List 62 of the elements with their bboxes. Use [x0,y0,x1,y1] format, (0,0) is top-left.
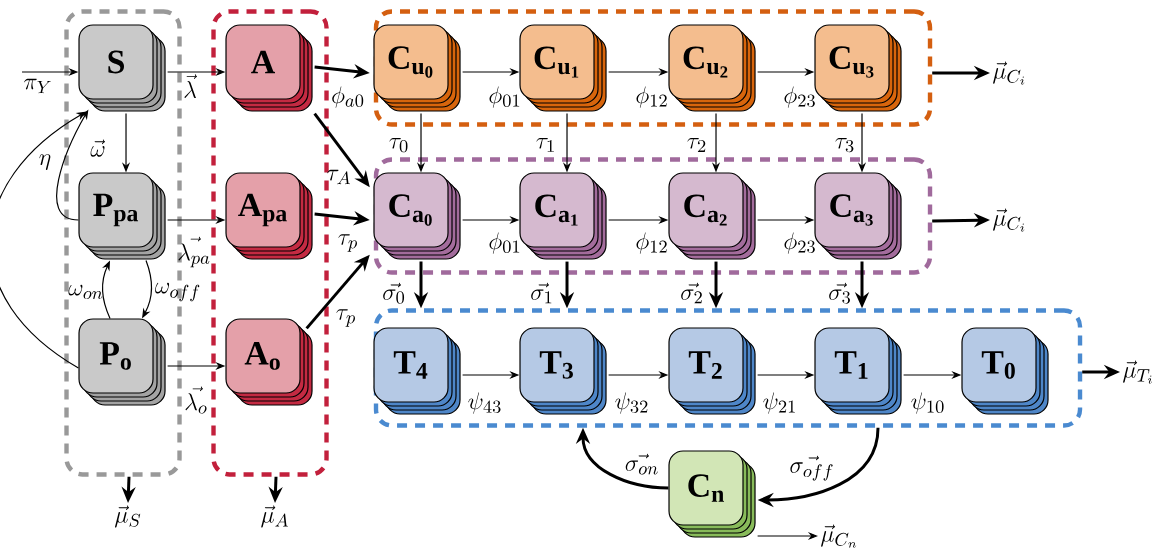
stacked-box: $\mathbf{C_{u_1}}$ [519,24,607,112]
stacked-box: $\mathbf{T_1}$ [814,327,902,415]
dashed-group-box [211,9,329,477]
stacked-box: $\mathbf{T_0}$ [961,327,1049,415]
dashed-group-box [373,9,933,127]
edge-label: $\vec{\lambda_{pa}}$ [178,236,210,268]
stacked-box: $\mathbf{A}$ [225,24,313,112]
edge-label: $\tau_0$ [389,138,408,153]
edge-label: $\psi_{21}$ [763,392,795,414]
edge-label: $\vec{\lambda}$ [184,74,198,98]
stacked-box: $\mathbf{P_{o}}$ [78,318,166,406]
edge-label: $\tau_3$ [835,138,854,153]
output-label: $\vec{\mu}_{C_i}$ [993,208,1025,232]
stacked-box: $\mathbf{A_{pa}}$ [225,172,313,260]
edge-label: $\vec{\lambda_{o}}$ [185,386,207,414]
edge-label: $\tau_A$ [327,169,350,185]
edge-label: $\eta$ [39,154,51,170]
edge-label: $\tau_p$ [336,309,355,327]
output-label: $\vec{\mu}_A$ [261,505,288,528]
stacked-box: $\mathbf{C_{a_3}}$ [814,172,902,260]
edge-label: $\vec{\sigma_1}$ [531,282,552,304]
edge-label: $\psi_{43}$ [468,392,501,414]
stacked-box: $\mathbf{T_2}$ [668,327,756,415]
output-label: $\vec{\mu}_{C_i}$ [993,61,1025,85]
output-label: $\vec{\mu}_S$ [115,505,141,528]
dashed-group-box [373,308,1083,428]
edge-label: $\omega_{on}$ [68,284,103,300]
edge-label: $\omega_{off}$ [155,282,200,302]
output-label: $\vec{\mu}_{T_i}$ [1123,360,1152,384]
dashed-group-box [373,157,933,275]
edge-label: $\tau_2$ [687,138,706,152]
edge-label: $\psi_{10}$ [911,392,944,414]
edge-label: $\vec{\sigma_3}$ [829,282,850,304]
edge-label: $\phi_{a0}$ [332,86,364,108]
output-label: $\vec{\mu}_{C_n}$ [821,524,857,548]
stacked-box: $\mathbf{A_{o}}$ [225,318,313,406]
edge-label: $\phi_{23}$ [784,232,815,254]
stacked-box: $\mathbf{T_4}$ [373,327,461,415]
stacked-box: $\mathbf{C_{u_0}}$ [373,24,461,112]
edge-label: $\pi_Y$ [24,78,51,94]
edge-label: $\phi_{12}$ [636,86,667,108]
edge-label: $\vec{\sigma_{off}}$ [790,455,833,481]
edge-label: $\tau_p$ [338,234,357,252]
stacked-box: $\mathbf{T_3}$ [519,327,607,415]
stacked-box: $\mathbf{P_{pa}}$ [78,172,166,260]
stacked-box: $\mathbf{C_{u_2}}$ [668,24,756,112]
edge-label: $\vec{\sigma_0}$ [383,282,405,304]
edge-label: $\phi_{23}$ [784,86,815,108]
stacked-box: $\mathbf{C_{a_1}}$ [519,172,607,260]
edge-label: $\tau_1$ [536,138,554,152]
edge-label: $\phi_{01}$ [489,86,520,108]
edge-label: $\vec{\sigma_{on}}$ [625,453,658,475]
edge-label: $\psi_{32}$ [615,392,648,414]
edge-label: $\phi_{12}$ [636,232,667,254]
stacked-box: $\mathbf{S}$ [78,24,166,112]
stacked-box: $\mathbf{C_{a_2}}$ [668,172,756,260]
stacked-box: $\mathbf{C_{a_0}}$ [373,172,461,260]
edge-label: $\vec{\omega}$ [90,139,106,157]
edge-label: $\vec{\sigma_2}$ [681,282,702,304]
stacked-box: $\mathbf{C_{u_3}}$ [814,24,902,112]
stacked-box: $\mathbf{C_n}$ [668,450,756,538]
edge-label: $\phi_{01}$ [489,232,520,254]
